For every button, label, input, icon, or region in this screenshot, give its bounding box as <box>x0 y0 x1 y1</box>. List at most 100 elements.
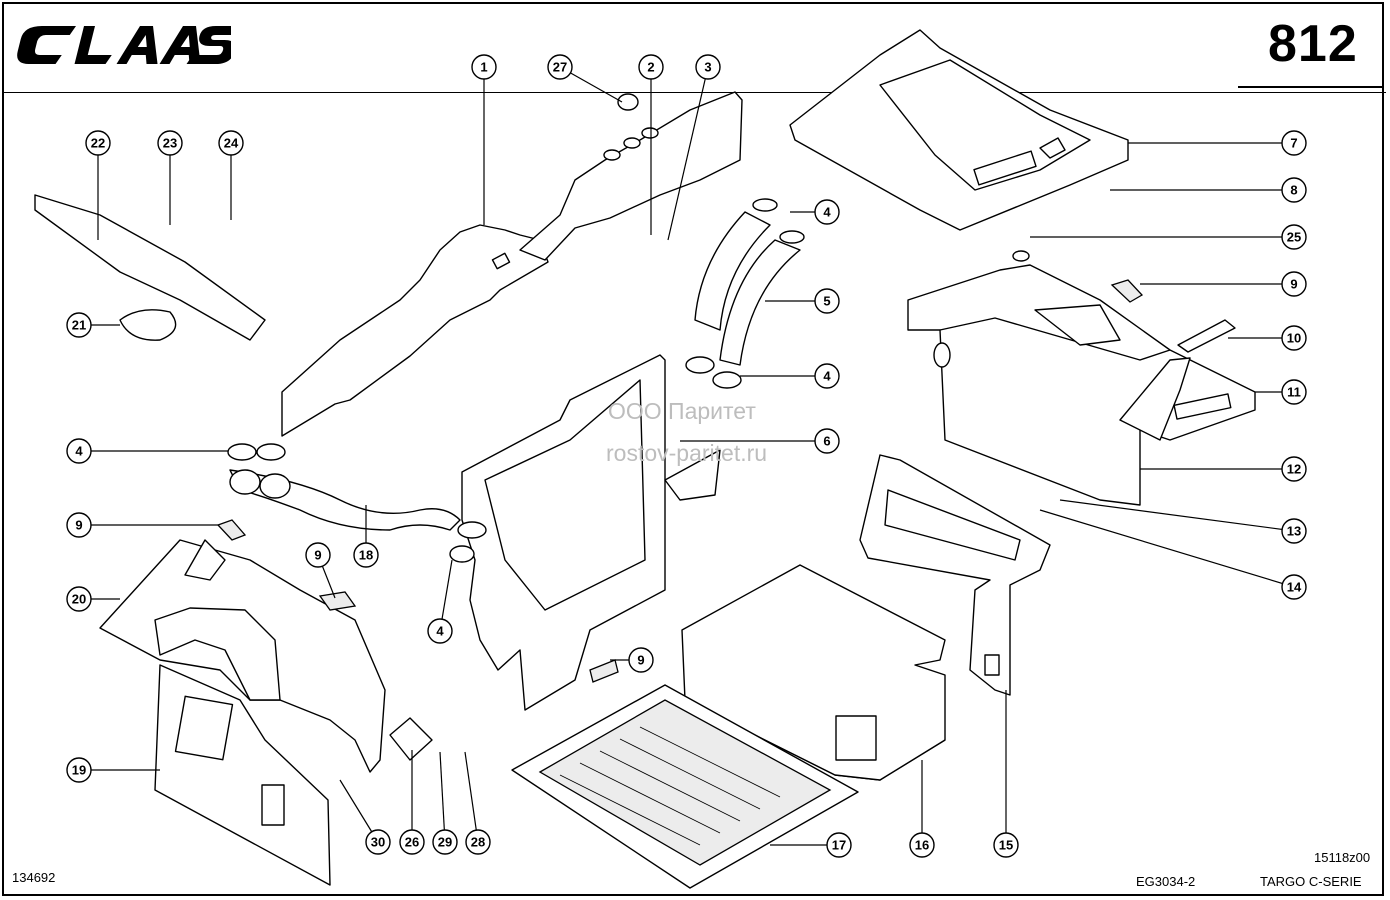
part-air-hoses <box>229 469 461 531</box>
callout-3: 3 <box>695 54 721 80</box>
part-clamp-e <box>457 521 487 539</box>
model-name: TARGO C-SERIE <box>1260 874 1362 889</box>
callout-9: 9 <box>305 542 331 568</box>
leader-line-13 <box>1059 499 1295 532</box>
callout-label: 18 <box>359 548 373 563</box>
part-holder <box>119 309 177 341</box>
callout-label: 1 <box>480 60 487 75</box>
callout-14: 14 <box>1281 574 1307 600</box>
callout-label: 24 <box>224 136 239 151</box>
callout-12: 12 <box>1281 456 1307 482</box>
callout-27: 27 <box>547 54 573 80</box>
callout-29: 29 <box>432 829 458 855</box>
part-air-ducts <box>694 211 801 366</box>
callout-label: 5 <box>823 294 830 309</box>
part-clamp-a <box>227 443 257 461</box>
callout-21: 21 <box>66 312 92 338</box>
callout-label: 11 <box>1287 385 1301 400</box>
figure-code: 15118z00 <box>1314 850 1371 865</box>
part-clamp-f <box>449 545 475 563</box>
callout-label: 26 <box>405 835 419 850</box>
callout-26: 26 <box>399 829 425 855</box>
drawing-id: 134692 <box>12 870 56 885</box>
part-grille-center <box>589 659 619 683</box>
callout-label: 9 <box>75 518 82 533</box>
callout-label: 4 <box>75 444 83 459</box>
part-cover-plate <box>1177 319 1236 353</box>
callout-9: 9 <box>66 512 92 538</box>
header-divider <box>2 92 1386 93</box>
callout-30: 30 <box>365 829 391 855</box>
callout-label: 17 <box>832 838 846 853</box>
callout-label: 21 <box>72 318 86 333</box>
callout-10: 10 <box>1281 325 1307 351</box>
group-code: EG3034-2 <box>1136 874 1196 889</box>
part-side-panel-right <box>907 264 1256 506</box>
callout-13: 13 <box>1281 518 1307 544</box>
callout-label: 2 <box>647 60 654 75</box>
callout-24: 24 <box>218 130 244 156</box>
part-top-cover <box>789 29 1129 231</box>
callout-label: 29 <box>438 835 452 850</box>
part-cap <box>1012 250 1030 262</box>
callout-label: 22 <box>91 136 105 151</box>
callout-17: 17 <box>826 832 852 858</box>
callout-label: 14 <box>1287 580 1302 595</box>
callout-25: 25 <box>1281 224 1307 250</box>
part-fender-left <box>99 539 386 773</box>
callout-7: 7 <box>1281 130 1307 156</box>
callout-20: 20 <box>66 586 92 612</box>
leader-line-3 <box>667 66 709 241</box>
callout-2: 2 <box>638 54 664 80</box>
callout-15: 15 <box>993 832 1019 858</box>
part-side-panel-center <box>461 354 721 711</box>
callout-label: 12 <box>1287 462 1301 477</box>
part-floor-mat <box>511 684 859 889</box>
callout-label: 19 <box>72 763 86 778</box>
part-lower-panel-left <box>154 664 331 886</box>
callout-label: 6 <box>823 434 830 449</box>
callout-4: 4 <box>814 363 840 389</box>
claas-logo <box>17 26 231 64</box>
part-grille-left <box>216 519 247 541</box>
callout-label: 4 <box>436 624 444 639</box>
part-rear-panel <box>859 454 1051 696</box>
callout-label: 27 <box>553 60 567 75</box>
page-number: 812 <box>1268 15 1358 73</box>
callout-8: 8 <box>1281 177 1307 203</box>
callout-9: 9 <box>1281 271 1307 297</box>
callout-label: 15 <box>999 838 1013 853</box>
callout-28: 28 <box>465 829 491 855</box>
callout-label: 28 <box>471 835 485 850</box>
callout-label: 23 <box>163 136 177 151</box>
part-clamp-d <box>712 371 742 389</box>
callout-5: 5 <box>814 288 840 314</box>
part-knob <box>617 93 639 111</box>
part-clamp-c <box>685 356 715 374</box>
callout-label: 7 <box>1290 136 1297 151</box>
callout-label: 10 <box>1287 331 1301 346</box>
callout-label: 13 <box>1287 524 1301 539</box>
callout-1: 1 <box>471 54 497 80</box>
callout-18: 18 <box>353 542 379 568</box>
part-center-console <box>281 91 743 437</box>
callout-label: 30 <box>371 835 385 850</box>
callout-label: 9 <box>637 653 644 668</box>
part-bracket-strip <box>34 194 266 341</box>
callout-9: 9 <box>628 647 654 673</box>
callout-6: 6 <box>814 428 840 454</box>
callout-22: 22 <box>85 130 111 156</box>
callout-label: 3 <box>704 60 711 75</box>
watermark-company: ООО Паритет <box>608 398 756 424</box>
part-storage-box <box>681 564 946 781</box>
callout-23: 23 <box>157 130 183 156</box>
callout-label: 16 <box>915 838 929 853</box>
watermark-url: rostov-paritet.ru <box>606 440 768 466</box>
part-grille-mid <box>318 591 357 611</box>
callout-4: 4 <box>427 618 453 644</box>
callout-4: 4 <box>66 438 92 464</box>
